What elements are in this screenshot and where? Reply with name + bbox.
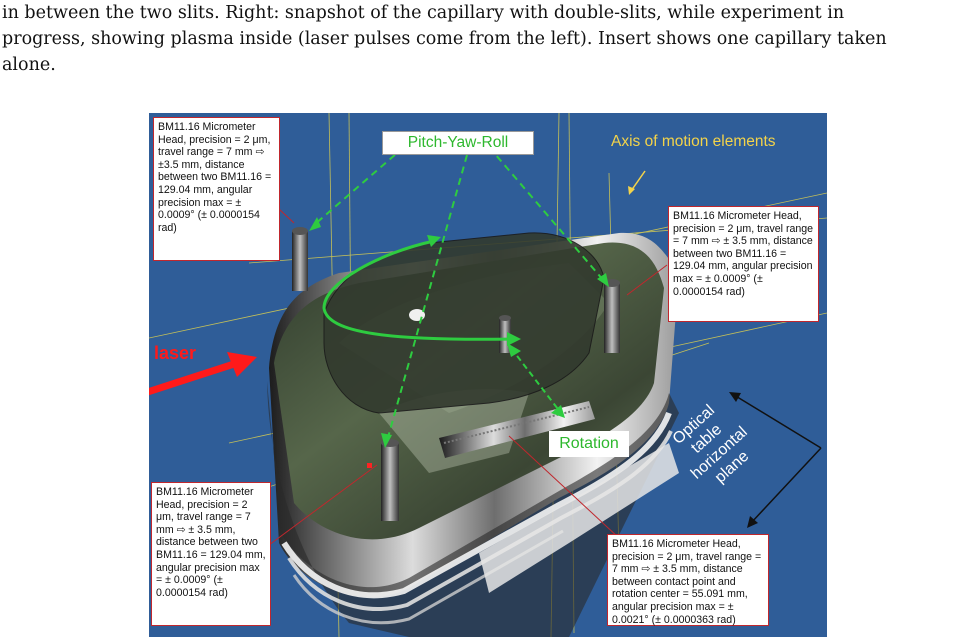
pitch-yaw-roll-arrows bbox=[313, 146, 605, 442]
rotation-dashed-arrow bbox=[510, 347, 562, 414]
callout-leaders bbox=[268, 208, 668, 546]
caption-line-3: alone. bbox=[2, 55, 56, 75]
micrometer-post-top-left bbox=[292, 227, 308, 291]
micrometer-post-bottom bbox=[381, 439, 399, 521]
axis-of-motion-label: Axis of motion elements bbox=[611, 133, 776, 150]
callout-bottom-right: BM11.16 Micrometer Head, precision = 2 μ… bbox=[607, 534, 769, 626]
laser-label: laser bbox=[154, 343, 197, 363]
rotation-micrometer-screw bbox=[439, 401, 595, 458]
micrometer-post-right bbox=[604, 279, 620, 353]
caption-line-2: progress, showing plasma inside (laser p… bbox=[2, 29, 887, 49]
pitch-yaw-roll-label: Pitch-Yaw-Roll bbox=[382, 131, 534, 155]
mount-rendering-figure: BM11.16 Micrometer Head, precision = 2 μ… bbox=[149, 113, 827, 637]
callout-bottom-left: BM11.16 Micrometer Head, precision = 2 μ… bbox=[151, 482, 271, 626]
figure-caption: in between the two slits. Right: snapsho… bbox=[2, 0, 954, 78]
callout-right: BM11.16 Micrometer Head, precision = 2 μ… bbox=[668, 206, 819, 322]
laser-arrow bbox=[149, 352, 257, 396]
mount-rendering-graphic bbox=[149, 113, 827, 637]
caption-line-1: in between the two slits. Right: snapsho… bbox=[2, 3, 845, 23]
axis-pointer-arrow bbox=[630, 170, 646, 192]
optical-plane-arrows bbox=[733, 394, 822, 524]
rotation-label: Rotation bbox=[549, 431, 629, 457]
callout-top-left: BM11.16 Micrometer Head, precision = 2 μ… bbox=[153, 117, 280, 261]
rotation-curve bbox=[322, 239, 515, 341]
